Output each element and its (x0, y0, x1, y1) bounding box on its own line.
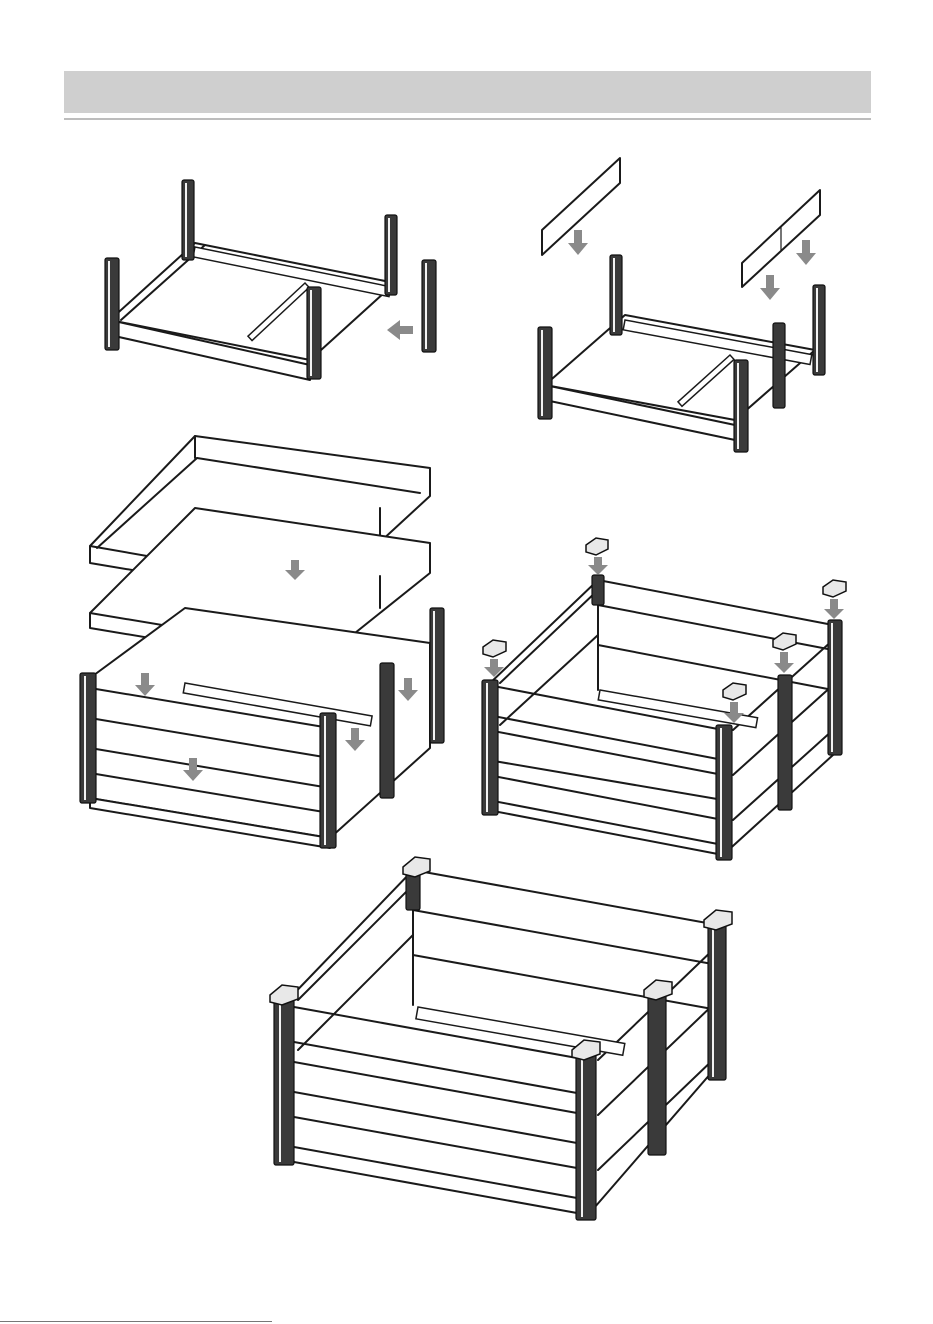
step-3-diagram (75, 428, 455, 858)
step-1-diagram (95, 175, 455, 390)
footer-divider (0, 1321, 272, 1322)
step-4-diagram (478, 535, 858, 865)
section-header-bar (64, 71, 871, 113)
header-divider (64, 118, 871, 120)
step-2-diagram (530, 155, 840, 455)
step-5-diagram (268, 855, 738, 1225)
